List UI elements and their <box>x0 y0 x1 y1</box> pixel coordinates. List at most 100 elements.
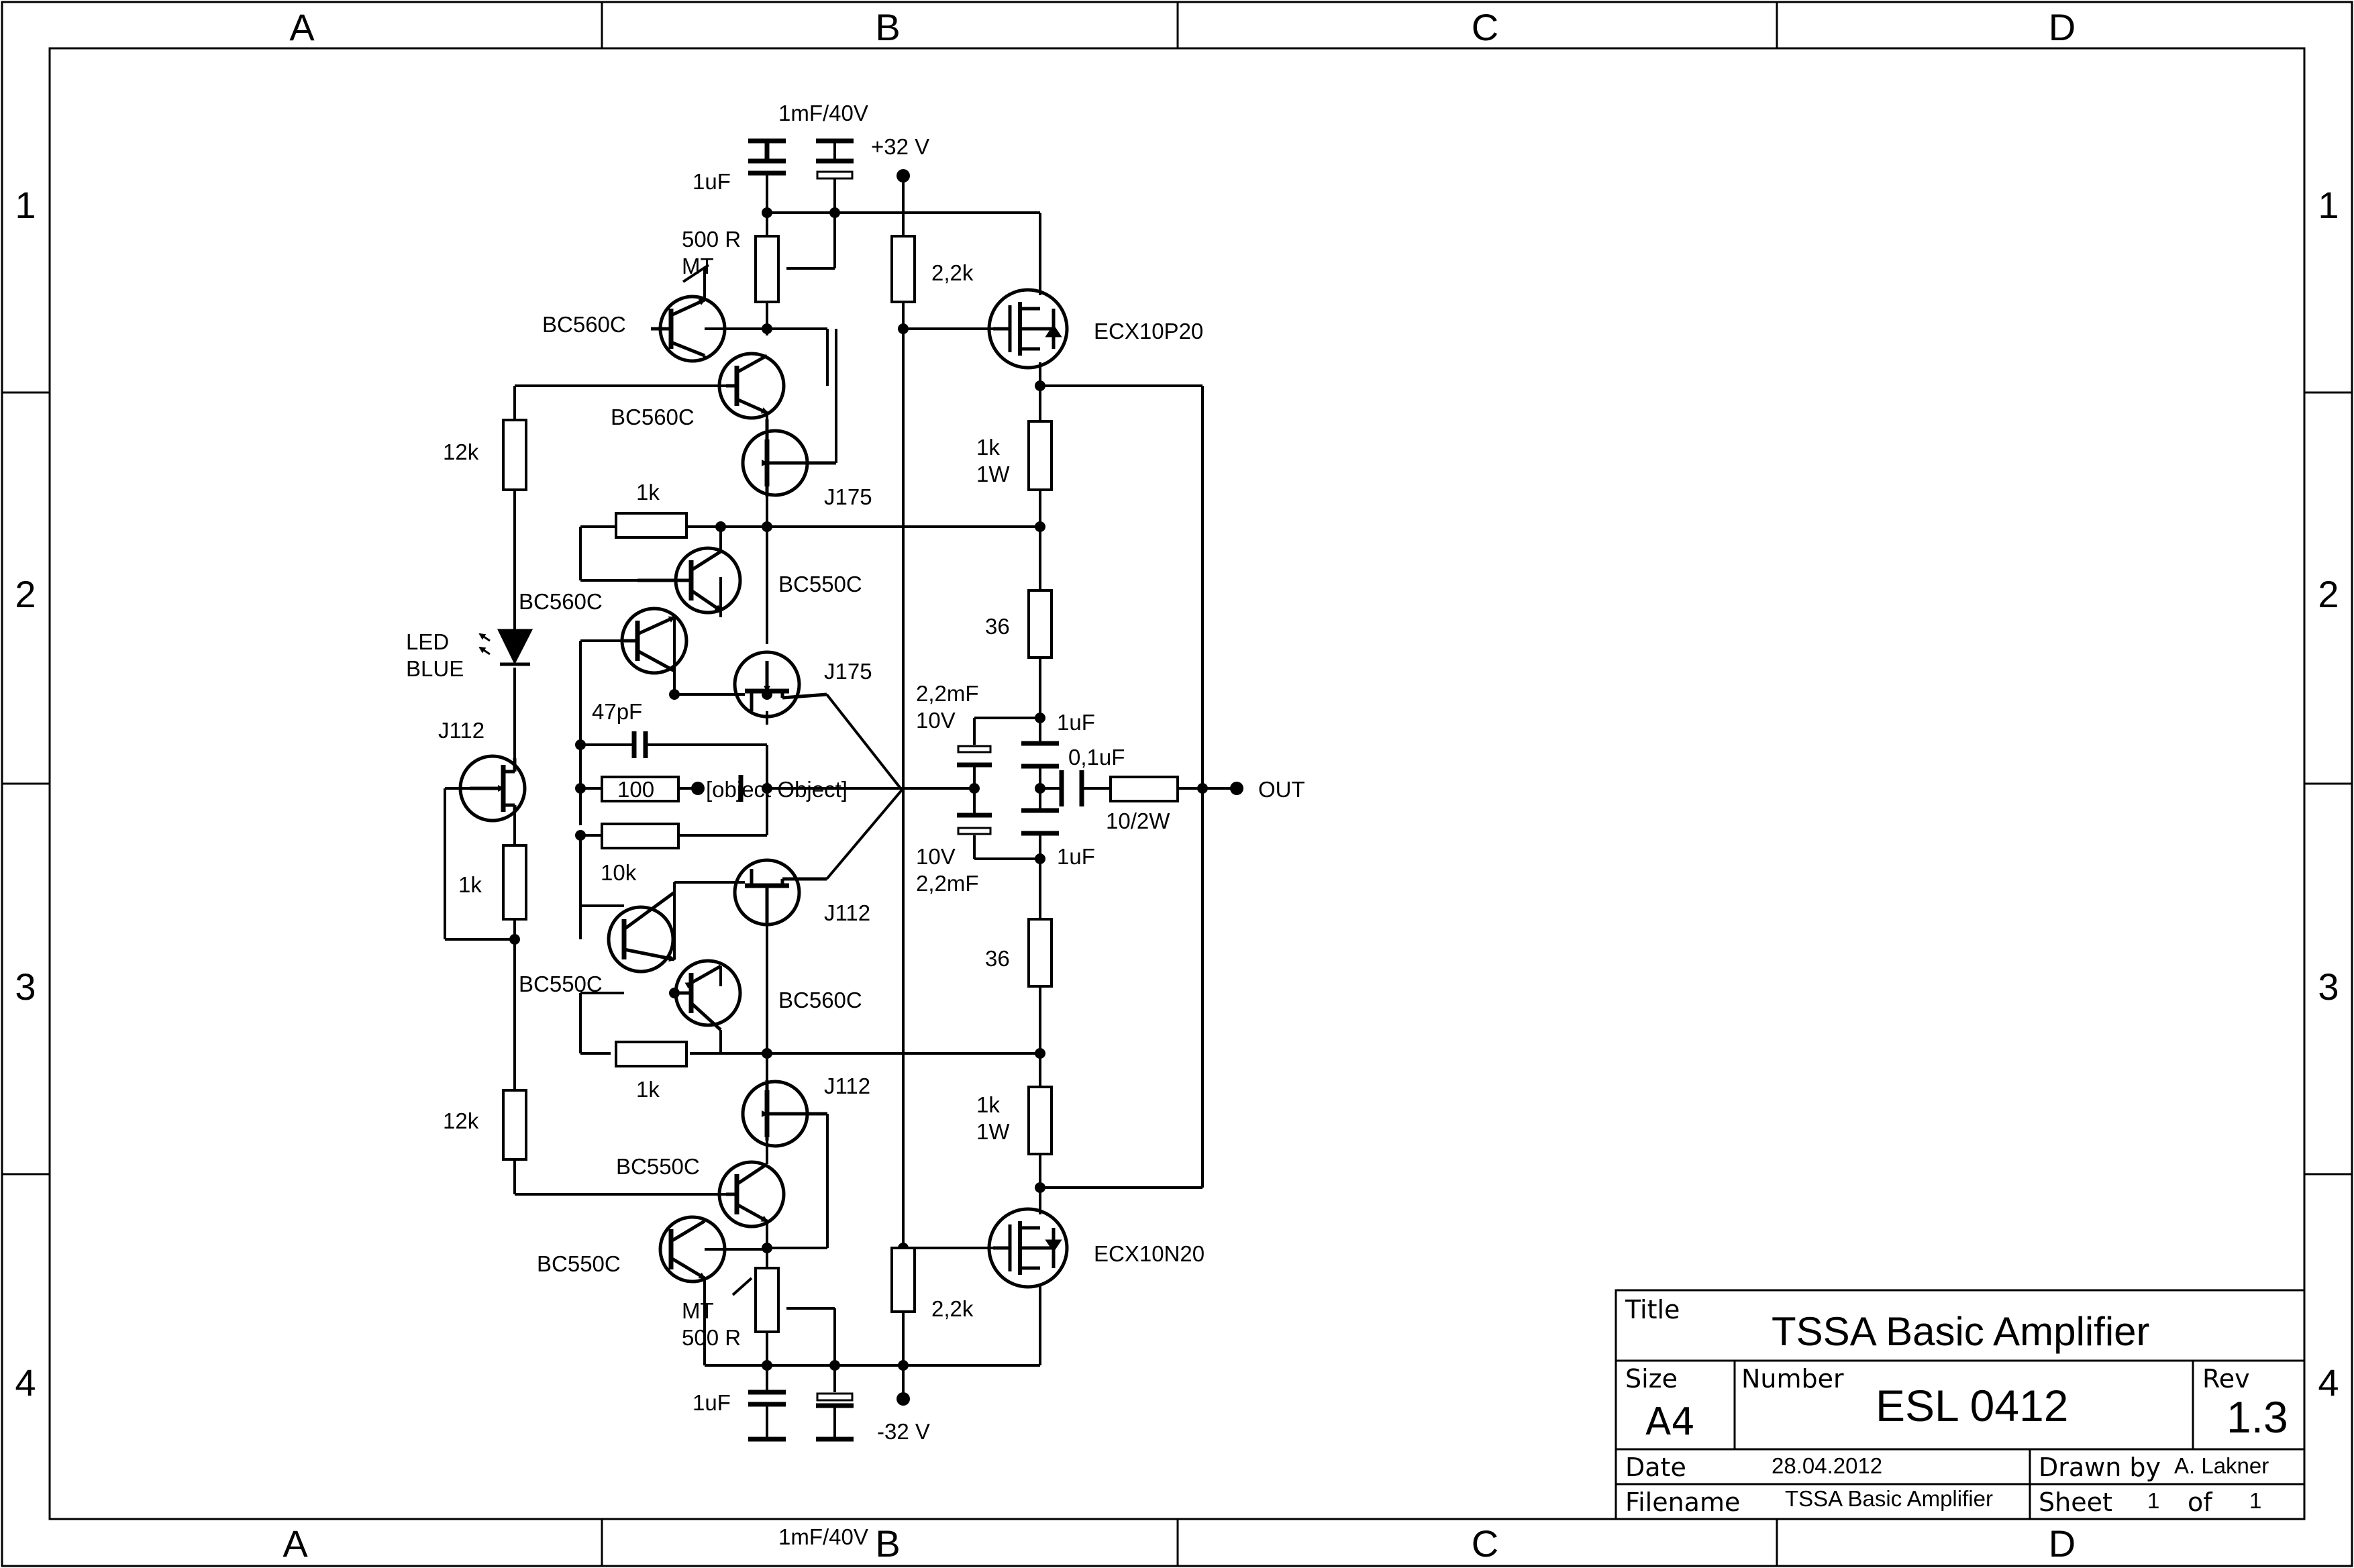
zone-col-bottom-4: D <box>2049 1522 2076 1565</box>
label-r-100: 100 <box>617 777 654 802</box>
label-q-bc550c-b: BC550C <box>519 972 603 996</box>
tb-size-caption: Size <box>1625 1364 1678 1394</box>
label-r-1k1w-bot-a: 1k <box>976 1092 1000 1117</box>
label-cap-bottom-big: 1mF/40V <box>778 1524 868 1549</box>
transistor-j175-top <box>741 419 836 497</box>
label-cap-1uf-bottom: 1uF <box>693 1390 731 1415</box>
label-trim-bottom-type: MT <box>682 1298 714 1323</box>
label-q-bc560c-d: BC560C <box>778 988 862 1012</box>
zone-col-bottom-2: B <box>875 1522 900 1565</box>
label-plus-supply: +32 V <box>871 134 929 159</box>
resistor-2k2-bottom <box>890 1247 916 1313</box>
tb-sheet: 1 <box>2147 1488 2159 1513</box>
label-j112-c: J112 <box>824 1074 870 1098</box>
zone-col-bottom-3: C <box>1472 1522 1498 1565</box>
label-r-12k-bottom: 12k <box>443 1108 479 1133</box>
label-led-a: LED <box>406 629 449 654</box>
label-r-36-bottom: 36 <box>985 946 1010 971</box>
tb-date: 28.04.2012 <box>1772 1453 1882 1478</box>
resistor-10k <box>601 823 680 849</box>
transistor-j112-left <box>458 754 527 823</box>
label-r-1k-top: 1k <box>636 480 660 505</box>
label-q-bc550c-c: BC550C <box>616 1154 700 1179</box>
frame-zone-labels: A B C D A B C D 1 2 3 4 1 2 3 4 <box>15 6 2339 1565</box>
label-cap-top-big: 1mF/40V <box>778 101 868 125</box>
tb-size: A4 <box>1645 1400 1695 1444</box>
label-out: OUT <box>1258 777 1305 802</box>
label-mos-n: ECX10N20 <box>1094 1241 1205 1266</box>
capacitors <box>621 138 1084 1442</box>
tb-of: 1 <box>2249 1488 2261 1513</box>
label-trim-top-value: 500 R <box>682 227 741 252</box>
label-r-1k1w-top-b: 1W <box>976 462 1010 486</box>
resistor-1k-1w-top <box>1027 420 1053 491</box>
zone-row-right-1: 1 <box>2318 184 2339 226</box>
label-r-1k1w-top-a: 1k <box>976 435 1000 460</box>
tb-filename-caption: Filename <box>1625 1487 1740 1517</box>
tb-number: ESL 0412 <box>1876 1381 2068 1430</box>
label-r-1k-bottom: 1k <box>636 1077 660 1102</box>
label-q-bc550c-a: BC550C <box>778 572 862 596</box>
label-r-10k: 10k <box>601 860 637 885</box>
transistor-j112-bottom <box>741 1080 827 1148</box>
tb-date-caption: Date <box>1625 1453 1686 1482</box>
tb-title: TSSA Basic Amplifier <box>1772 1309 2150 1354</box>
tb-of-caption: of <box>2188 1487 2213 1517</box>
resistor-36-bottom <box>1027 918 1053 988</box>
resistor-1k-mid <box>502 844 527 921</box>
label-j175-b: J175 <box>824 659 872 684</box>
transistor-bc560c-q1 <box>651 295 727 363</box>
label-r-1k-mid: 1k <box>458 872 482 897</box>
zone-col-top-3: C <box>1472 6 1498 48</box>
transistor-bc550c-q13 <box>658 1215 727 1284</box>
resistor-36-top <box>1027 589 1053 659</box>
label-r-2k2-bottom: 2,2k <box>931 1296 974 1321</box>
zone-col-bottom-1: A <box>283 1522 308 1565</box>
label-c-2m2-bot-b: 2,2mF <box>916 871 979 896</box>
title-block: Title TSSA Basic Amplifier Size A4 Numbe… <box>1615 1289 2306 1520</box>
resistor-1k-top <box>615 512 688 539</box>
label-led-b: BLUE <box>406 656 464 681</box>
resistor-12k-top <box>502 419 527 491</box>
tb-filename: TSSA Basic Amplifier <box>1785 1486 1993 1511</box>
label-c-2m2-bot-a: 10V <box>916 844 956 869</box>
resistor-12k-bottom <box>502 1089 527 1161</box>
transistor-bc560c-q10 <box>674 959 742 1031</box>
zone-row-right-3: 3 <box>2318 965 2339 1008</box>
component-labels: 1mF/40V 1mF/40V +32 V -32 V 1uF 1uF 500 … <box>406 101 1305 1549</box>
label-q-bc550c-d: BC550C <box>537 1251 621 1276</box>
transistor-mosfet-ecx10n20 <box>987 1207 1069 1289</box>
label-c-2m2-top-a: 2,2mF <box>916 681 979 706</box>
resistor-1k-1w-bottom <box>1027 1086 1053 1155</box>
zone-row-right-2: 2 <box>2318 573 2339 615</box>
transistor-mosfet-ecx10p20 <box>987 288 1069 370</box>
label-in: [object Object] <box>706 777 848 802</box>
label-minus-supply: -32 V <box>877 1419 930 1444</box>
zone-row-right-4: 4 <box>2318 1361 2339 1404</box>
resistors <box>502 235 1179 1333</box>
zone-row-left-1: 1 <box>15 184 36 226</box>
label-j175-a: J175 <box>824 484 872 509</box>
zone-row-left-2: 2 <box>15 573 36 615</box>
tb-sheet-caption: Sheet <box>2039 1487 2112 1517</box>
resistor-10-2w <box>1109 776 1179 802</box>
label-trim-bottom-value: 500 R <box>682 1325 741 1350</box>
transistor-bc550c-q9 <box>607 890 676 974</box>
label-c-2m2-top-b: 10V <box>916 708 956 733</box>
resistor-1k-bottom <box>615 1041 688 1067</box>
transistor-bc560c-q6 <box>620 607 688 675</box>
label-r-2k2-top: 2,2k <box>931 260 974 285</box>
label-c-0u1: 0,1uF <box>1068 745 1125 770</box>
label-r-12k-top: 12k <box>443 439 479 464</box>
label-q-bc560c-a: BC560C <box>542 312 626 337</box>
label-mos-p: ECX10P20 <box>1094 319 1203 344</box>
label-q-bc560c-b: BC560C <box>611 405 695 429</box>
zone-col-top-1: A <box>289 6 315 48</box>
zone-row-left-4: 4 <box>15 1361 36 1404</box>
label-r-1k1w-bot-b: 1W <box>976 1119 1010 1144</box>
tb-drawn-caption: Drawn by <box>2039 1453 2161 1482</box>
label-c-47pf: 47pF <box>592 699 642 724</box>
transistor-j112-mid <box>733 858 827 927</box>
